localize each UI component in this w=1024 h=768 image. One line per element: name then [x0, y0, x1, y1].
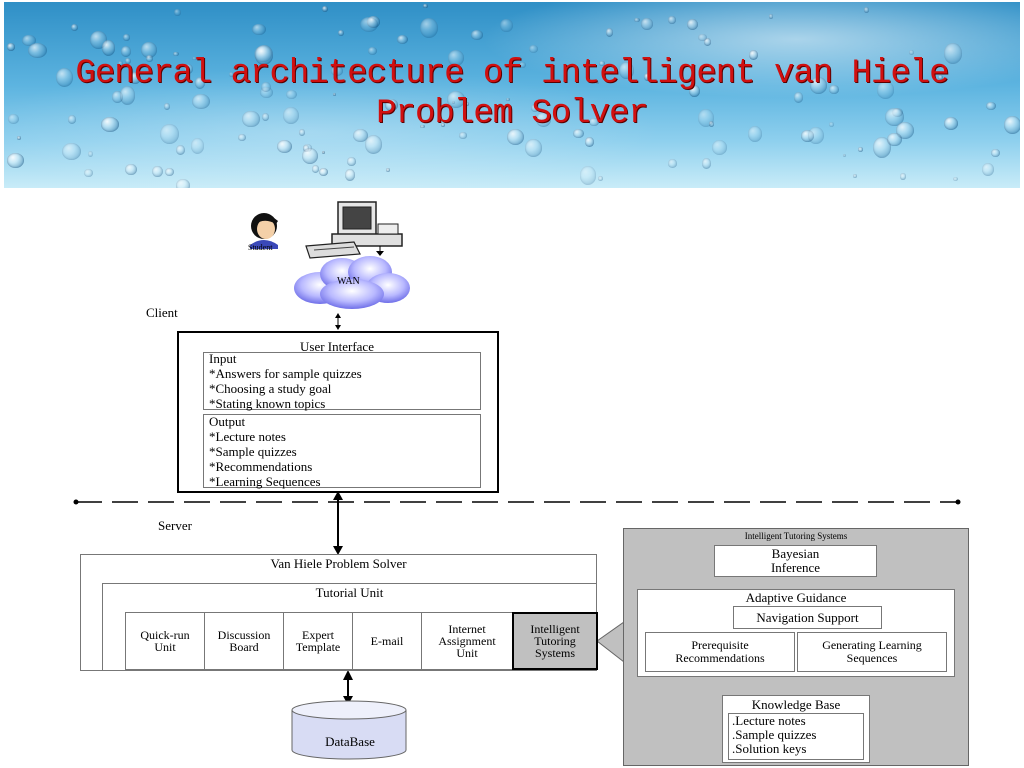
kb-item: .Solution keys [732, 741, 807, 756]
output-title: Output [209, 414, 246, 429]
kb-item: .Sample quizzes [732, 727, 817, 742]
output-box [203, 414, 481, 488]
user-interface-title: User Interface [300, 339, 374, 354]
server-label: Server [158, 518, 192, 533]
output-list: Output *Lecture notes *Sample quizzes *R… [209, 414, 321, 489]
problem-solver-title: Van Hiele Problem Solver [270, 556, 407, 571]
page-title: General architecture of intelligent van … [75, 55, 949, 133]
output-item: *Sample quizzes [209, 444, 297, 459]
output-item: *Lecture notes [209, 429, 286, 444]
input-box [203, 352, 481, 410]
input-list: Input *Answers for sample quizzes *Choos… [209, 351, 362, 411]
input-item: *Choosing a study goal [209, 381, 332, 396]
input-item: *Stating known topics [209, 396, 326, 411]
wan-cloud-icon [294, 256, 410, 309]
knowledge-base-list-box [728, 713, 864, 760]
database-icon [291, 700, 407, 760]
input-title: Input [209, 351, 237, 366]
header-banner [4, 2, 1020, 188]
knowledge-base-list: .Lecture notes .Sample quizzes .Solution… [732, 714, 816, 756]
input-item: *Answers for sample quizzes [209, 366, 362, 381]
wan-label: WAN [337, 276, 360, 287]
knowledge-base-title: Knowledge Base [751, 697, 841, 712]
unit-email: E-mail [352, 612, 422, 670]
its-panel-title: Intelligent Tutoring Systems [744, 531, 848, 541]
adaptive-guidance-title: Adaptive Guidance [745, 590, 847, 605]
tutorial-unit-title: Tutorial Unit [315, 585, 384, 600]
computer-icon [305, 201, 403, 259]
navigation-support-box: Navigation Support [733, 606, 882, 629]
client-label: Client [146, 305, 178, 320]
student-label: Student [248, 243, 273, 252]
database-label: DataBase [325, 734, 375, 749]
output-item: *Learning Sequences [209, 474, 321, 489]
output-item: *Recommendations [209, 459, 313, 474]
student-icon [250, 213, 278, 249]
kb-item: .Lecture notes [732, 713, 806, 728]
